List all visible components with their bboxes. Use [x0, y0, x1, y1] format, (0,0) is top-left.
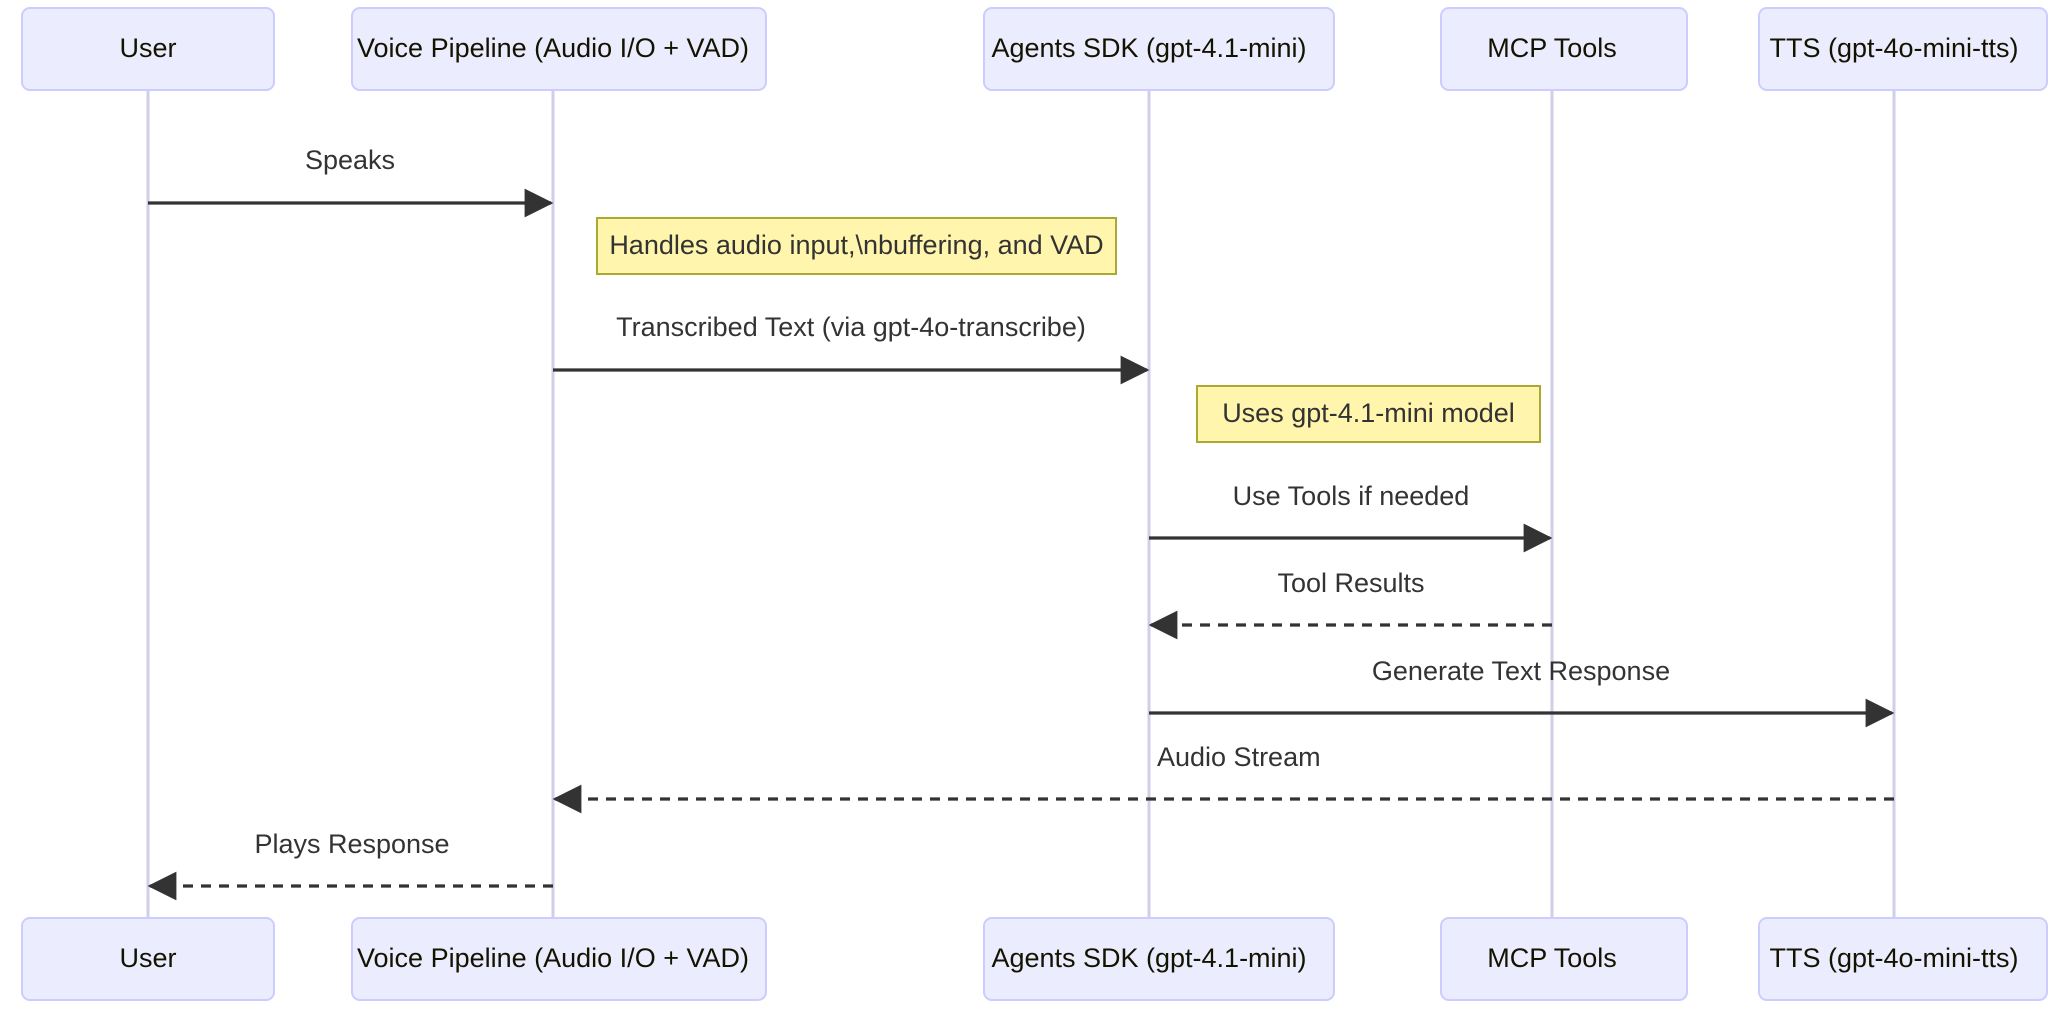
- participant-label: Voice Pipeline (Audio I/O + VAD): [357, 33, 749, 63]
- participant-label: User: [119, 33, 176, 63]
- participant-user-bottom[interactable]: User: [21, 917, 275, 1001]
- participant-box: [1758, 917, 2048, 1001]
- note-label: Handles audio input,\nbuffering, and VAD: [609, 230, 1103, 260]
- note-box: [1196, 385, 1541, 443]
- note-box: [596, 217, 1117, 275]
- participant-voice_pipeline-top[interactable]: Voice Pipeline (Audio I/O + VAD): [351, 7, 767, 91]
- msg-speaks[interactable]: Speaks: [148, 145, 554, 218]
- participant-label: User: [119, 943, 176, 973]
- participant-mcp_tools-bottom[interactable]: MCP Tools: [1440, 917, 1688, 1001]
- participant-box: [351, 917, 767, 1001]
- participant-box: [1440, 7, 1688, 91]
- message-label: Plays Response: [254, 829, 449, 859]
- participant-label: TTS (gpt-4o-mini-tts): [1769, 943, 2018, 973]
- msg-tool-results[interactable]: Tool Results: [1148, 568, 1552, 640]
- participant-user-top[interactable]: User: [21, 7, 275, 91]
- participants-top-group: User Voice Pipeline (Audio I/O + VAD) Agen…: [21, 7, 2048, 91]
- participant-box: [1758, 7, 2048, 91]
- note-voice-pipeline[interactable]: Handles audio input,\nbuffering, and VAD: [596, 217, 1117, 275]
- participant-tts-bottom[interactable]: TTS (gpt-4o-mini-tts): [1758, 917, 2048, 1001]
- participant-agents_sdk-top[interactable]: Agents SDK (gpt-4.1-mini): [983, 7, 1335, 91]
- note-label: Uses gpt-4.1-mini model: [1222, 398, 1515, 428]
- participant-box: [983, 917, 1335, 1001]
- participant-label: MCP Tools: [1487, 943, 1617, 973]
- participants-bottom-group: User Voice Pipeline (Audio I/O + VAD) Agen…: [21, 917, 2048, 1001]
- participant-label: Agents SDK (gpt-4.1-mini): [991, 33, 1306, 63]
- participant-box: [1440, 917, 1688, 1001]
- participant-voice_pipeline-bottom[interactable]: Voice Pipeline (Audio I/O + VAD): [351, 917, 767, 1001]
- message-label: Use Tools if needed: [1233, 481, 1470, 511]
- message-label: Audio Stream: [1157, 742, 1321, 772]
- message-label: Speaks: [305, 145, 395, 175]
- msg-transcribed-text[interactable]: Transcribed Text (via gpt-4o-transcribe): [553, 312, 1150, 385]
- msg-use-tools[interactable]: Use Tools if needed: [1149, 481, 1553, 553]
- participant-box: [983, 7, 1335, 91]
- lifelines-group: [146, 90, 1896, 918]
- participant-label: Agents SDK (gpt-4.1-mini): [991, 943, 1306, 973]
- message-label: Transcribed Text (via gpt-4o-transcribe): [616, 312, 1086, 342]
- message-label: Tool Results: [1277, 568, 1424, 598]
- note-agents-sdk[interactable]: Uses gpt-4.1-mini model: [1196, 385, 1541, 443]
- participant-label: MCP Tools: [1487, 33, 1617, 63]
- msg-generate-text-response[interactable]: Generate Text Response: [1149, 656, 1895, 728]
- notes-group: Handles audio input,\nbuffering, and VAD…: [596, 217, 1541, 443]
- msg-audio-stream[interactable]: Audio Stream: [552, 742, 1894, 814]
- participant-box: [21, 7, 275, 91]
- message-label: Generate Text Response: [1372, 656, 1670, 686]
- participant-mcp_tools-top[interactable]: MCP Tools: [1440, 7, 1688, 91]
- participant-agents_sdk-bottom[interactable]: Agents SDK (gpt-4.1-mini): [983, 917, 1335, 1001]
- participant-tts-top[interactable]: TTS (gpt-4o-mini-tts): [1758, 7, 2048, 91]
- msg-plays-response[interactable]: Plays Response: [147, 829, 553, 901]
- participant-label: TTS (gpt-4o-mini-tts): [1769, 33, 2018, 63]
- participant-box: [21, 917, 275, 1001]
- participant-label: Voice Pipeline (Audio I/O + VAD): [357, 943, 749, 973]
- participant-box: [351, 7, 767, 91]
